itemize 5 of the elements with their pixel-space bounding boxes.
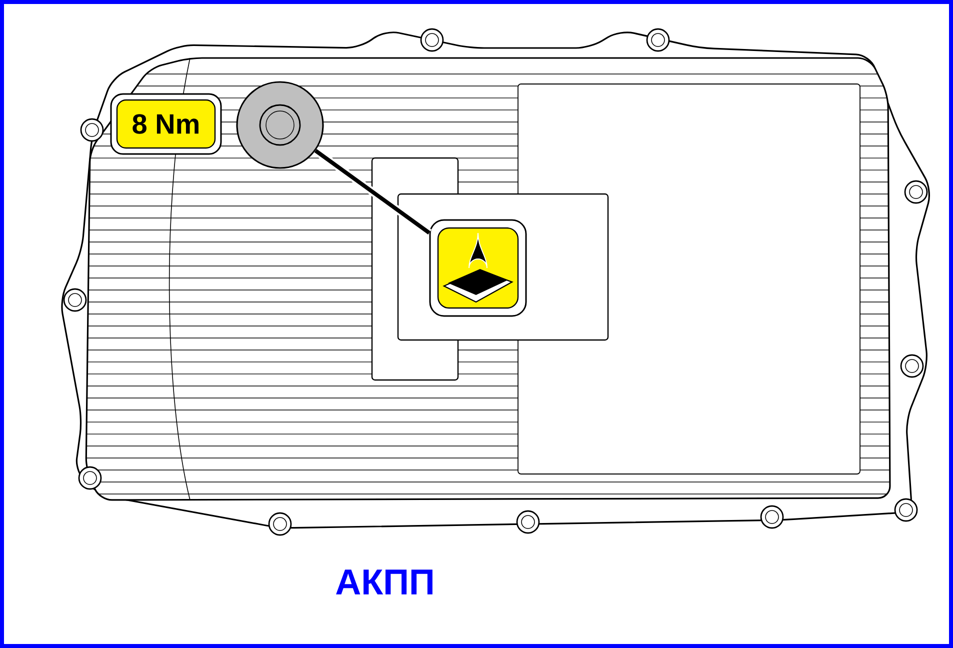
torque-badge: 8 Nm — [110, 93, 222, 155]
leader-line — [313, 147, 432, 236]
drain-plug — [236, 81, 324, 169]
oil-icon — [429, 219, 527, 317]
caption: АКПП — [336, 570, 432, 594]
